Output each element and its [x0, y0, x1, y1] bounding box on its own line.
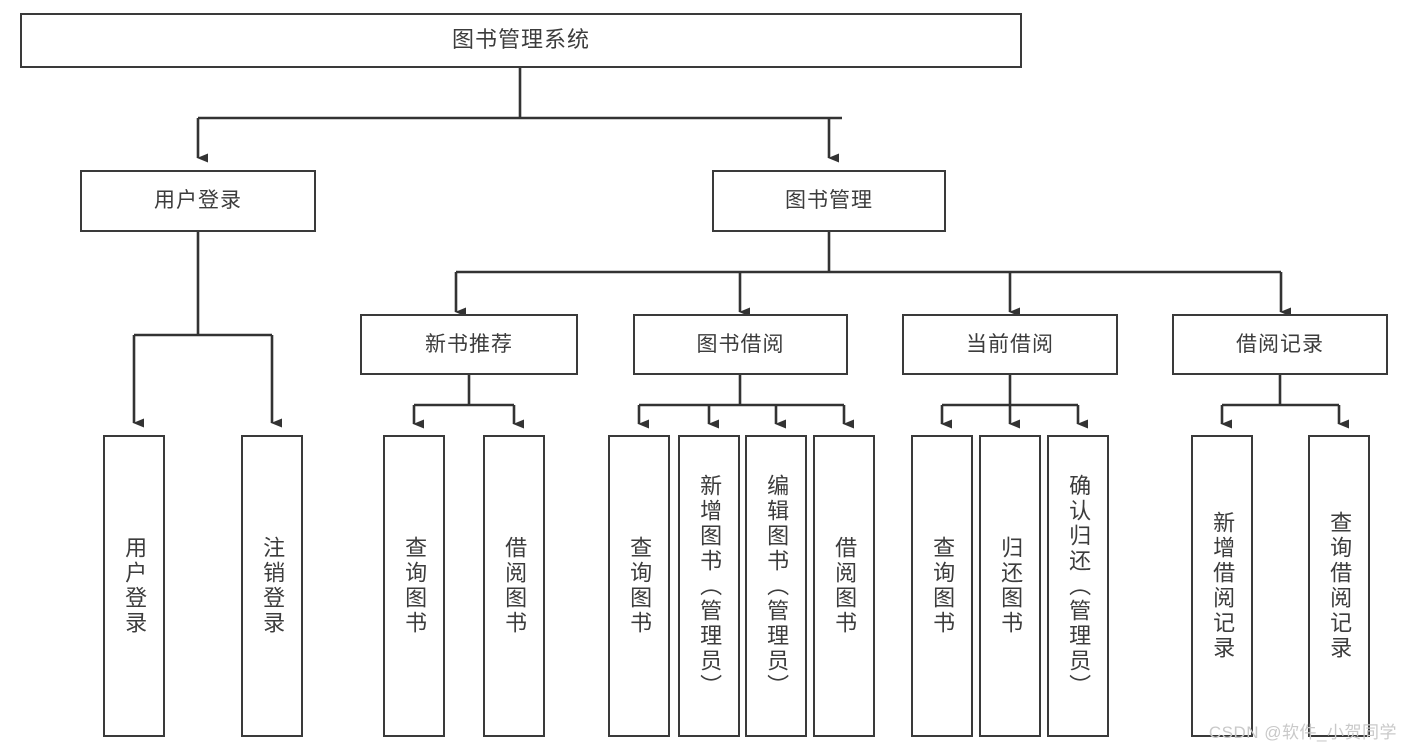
node-new-book-recommend[interactable]: 新书推荐 — [360, 314, 578, 375]
leaf-add-book-admin[interactable]: 新增图书（管理员） — [678, 435, 740, 737]
leaf-return-book-label: 归还图书 — [998, 536, 1024, 636]
leaf-user-logout-label: 注销登录 — [260, 536, 286, 636]
leaf-query-book-borrow-label: 查询图书 — [627, 536, 653, 636]
leaf-user-logout[interactable]: 注销登录 — [241, 435, 303, 737]
leaf-query-borrow-record-label: 查询借阅记录 — [1327, 511, 1353, 661]
leaf-query-borrow-record[interactable]: 查询借阅记录 — [1308, 435, 1370, 737]
node-borrow-record-label: 借阅记录 — [1236, 332, 1324, 356]
node-book-management-label: 图书管理 — [785, 189, 873, 213]
leaf-query-book-current[interactable]: 查询图书 — [911, 435, 973, 737]
leaf-return-book[interactable]: 归还图书 — [979, 435, 1041, 737]
leaf-borrow-book[interactable]: 借阅图书 — [813, 435, 875, 737]
leaf-add-borrow-record[interactable]: 新增借阅记录 — [1191, 435, 1253, 737]
node-user-login-label: 用户登录 — [154, 189, 242, 213]
node-book-borrow-label: 图书借阅 — [696, 332, 785, 356]
node-root-label: 图书管理系统 — [451, 27, 590, 53]
leaf-add-book-admin-label: 新增图书（管理员） — [697, 473, 723, 699]
node-borrow-record[interactable]: 借阅记录 — [1172, 314, 1388, 375]
leaf-query-book-recommend[interactable]: 查询图书 — [383, 435, 445, 737]
leaf-borrow-book-recommend[interactable]: 借阅图书 — [483, 435, 545, 737]
leaf-query-book-borrow[interactable]: 查询图书 — [608, 435, 670, 737]
node-book-management[interactable]: 图书管理 — [712, 170, 946, 232]
leaf-user-login[interactable]: 用户登录 — [103, 435, 165, 737]
node-current-borrow[interactable]: 当前借阅 — [902, 314, 1118, 375]
node-root[interactable]: 图书管理系统 — [20, 13, 1022, 68]
node-current-borrow-label: 当前借阅 — [966, 332, 1054, 356]
csdn-watermark: CSDN @软件_小贺同学 — [1208, 723, 1397, 742]
node-user-login[interactable]: 用户登录 — [80, 170, 316, 232]
leaf-borrow-book-label: 借阅图书 — [832, 536, 858, 636]
node-new-book-recommend-label: 新书推荐 — [425, 332, 513, 356]
leaf-edit-book-admin-label: 编辑图书（管理员） — [764, 473, 790, 699]
leaf-add-borrow-record-label: 新增借阅记录 — [1210, 511, 1236, 661]
leaf-confirm-return-admin[interactable]: 确认归还（管理员） — [1047, 435, 1109, 737]
node-book-borrow[interactable]: 图书借阅 — [633, 314, 848, 375]
leaf-edit-book-admin[interactable]: 编辑图书（管理员） — [745, 435, 807, 737]
leaf-user-login-label: 用户登录 — [122, 536, 148, 636]
leaf-query-book-recommend-label: 查询图书 — [402, 536, 428, 636]
leaf-borrow-book-recommend-label: 借阅图书 — [502, 536, 528, 636]
leaf-query-book-current-label: 查询图书 — [930, 536, 956, 636]
leaf-confirm-return-admin-label: 确认归还（管理员） — [1066, 473, 1092, 699]
